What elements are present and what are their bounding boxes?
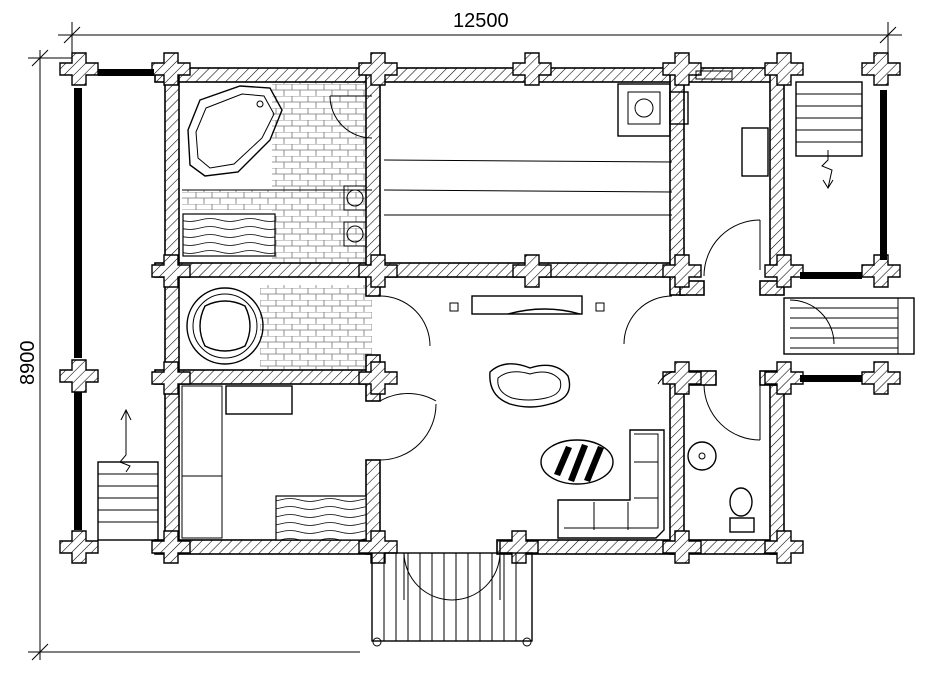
right-veranda [783,81,915,382]
wood-bench-lower [275,495,367,541]
wood-bench-upper [182,213,276,257]
width-dimension: 12500 [58,10,902,70]
hall-doors [379,295,437,461]
height-label: 8900 [17,341,39,386]
door-hall-right [623,295,673,385]
door-right-upper [703,219,761,277]
tiled-floor-pool [260,285,372,373]
width-label: 12500 [453,10,509,32]
plunge-pool [186,287,264,365]
corner-sofa [557,429,665,539]
toilet [729,487,755,533]
door-right-lower [703,384,761,441]
striped-rug [540,439,614,485]
rest-room-bench [181,385,293,539]
wash-basins [343,185,367,247]
bathtub [187,85,283,177]
tv-cabinet [449,295,605,315]
water-heater [741,127,769,177]
left-veranda [74,69,159,541]
tiled-floor-strip [182,190,272,210]
walls [154,67,788,555]
height-dimension: 8900 [17,49,360,661]
door-wash [329,95,373,139]
steam-room-benches [383,159,673,216]
entrance-stairs [371,552,533,647]
stove [617,70,733,137]
toilet-sink [687,441,717,471]
log-corners [59,52,901,564]
round-ottoman [489,363,571,408]
tiled-floor-wash [272,82,372,270]
